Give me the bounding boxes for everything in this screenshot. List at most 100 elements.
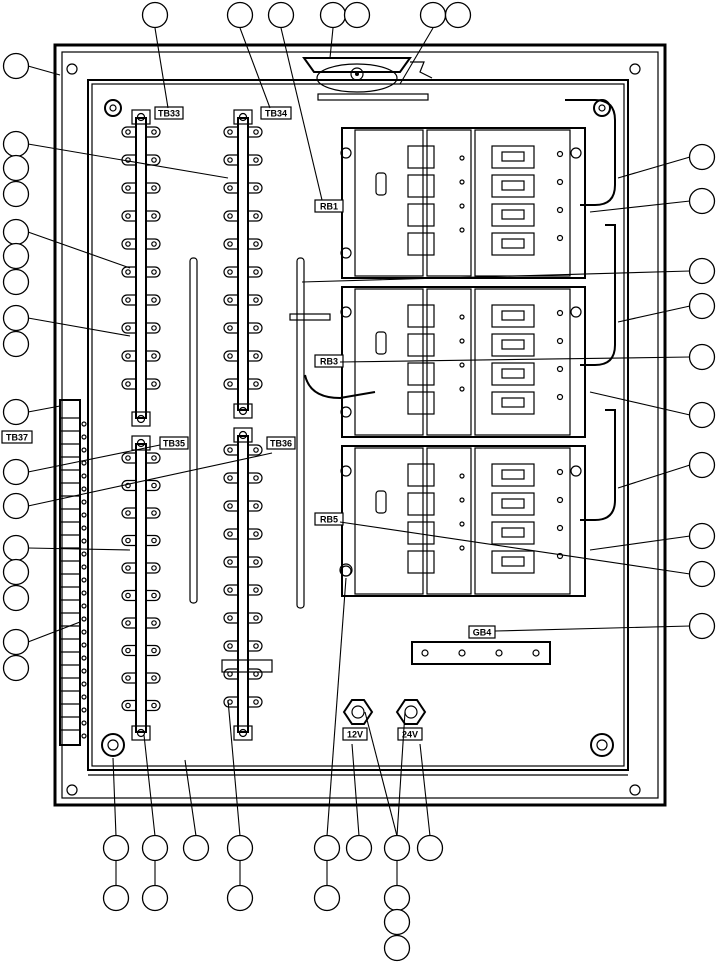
strip-tb33-lug-hole-left	[125, 297, 131, 303]
strip-tb34-lug-hole-right	[253, 157, 259, 163]
strip-tb36-lug-left	[223, 612, 238, 624]
strip-tb36-lug-right	[248, 640, 263, 652]
strip-tb35-lug-right	[146, 507, 161, 519]
relay-box-rb3-breaker	[491, 333, 535, 357]
relay-box-rb5-fuse	[375, 490, 387, 514]
strip-tb35-lug-hole-left	[125, 675, 131, 681]
leader-line	[27, 621, 81, 643]
leader-line	[419, 743, 431, 837]
callout-bubble	[2, 218, 30, 246]
callout-bubble	[102, 834, 130, 862]
tb37-screw	[81, 525, 87, 531]
callout-bubble	[688, 343, 716, 371]
relay-box-rb5-term	[556, 552, 564, 560]
strip-tb33-lug-left	[121, 182, 136, 194]
strip-tb33-lug-right	[146, 322, 161, 334]
mounting-panel-inner	[91, 83, 625, 767]
relay-box-rb1-relay	[407, 232, 435, 256]
relay-box-rb5-relay	[407, 521, 435, 545]
tb37-screw	[81, 421, 87, 427]
strip-tb35-lug-hole-left	[125, 647, 131, 654]
strip-tb36-lug-hole-right	[253, 475, 259, 481]
strip-tb34-lug-right	[248, 350, 263, 362]
strip-tb35-end-bottom	[131, 725, 151, 741]
callout-bubble	[688, 292, 716, 320]
strip-tb34-lug-hole-left	[227, 297, 233, 303]
callout-bubble	[141, 1, 169, 29]
relay-box-rb5-indicator	[459, 545, 465, 551]
strip-tb36-lug-hole-left	[227, 447, 233, 453]
tb37-screw	[81, 499, 87, 505]
relay-box-rb1-breaker-toggle	[501, 180, 525, 191]
strip-tb35-lug-hole-left	[125, 537, 131, 544]
callout-bubble	[419, 1, 447, 29]
tb37-screw	[81, 486, 87, 492]
strip-tb34-lug-left	[223, 294, 238, 306]
strip-tb34-lug-hole-right	[253, 213, 259, 219]
relay-box-rb3-term	[556, 393, 564, 401]
callout-bubble	[102, 884, 130, 912]
strip-tb36	[223, 427, 263, 741]
strip-tb33-lug-hole-left	[125, 157, 131, 163]
strip-tb33-lug-right	[146, 238, 161, 250]
callout-bubble	[2, 458, 30, 486]
strip-tb34-lug-right	[248, 266, 263, 278]
strip-tb34	[223, 109, 263, 419]
relay-box-rb5-breaker-toggle	[501, 527, 525, 538]
strip-tb33-lug-hole-left	[125, 185, 131, 191]
leader-line	[399, 27, 434, 85]
strip-tb33-lug-hole-left	[125, 325, 131, 331]
tb37-screw	[81, 447, 87, 453]
strip-tb35-lug-left	[121, 672, 136, 684]
leader-line	[27, 405, 61, 413]
callout-bubble	[313, 834, 341, 862]
relay-box-rb1-term	[556, 234, 564, 242]
leader-line	[326, 577, 347, 837]
strip-tb35-lug-left	[121, 507, 136, 519]
leader-line	[112, 757, 117, 837]
strip-tb33-lug-left	[121, 126, 136, 138]
callout-bubble	[2, 628, 30, 656]
relay-box-rb3-breaker-toggle	[501, 339, 525, 350]
relay-box-rb1-breaker-toggle	[501, 151, 525, 162]
relay-box-rb1-mid-plate	[426, 129, 472, 277]
strip-tb33-lug-hole-right	[151, 269, 157, 275]
callout-bubble	[345, 834, 373, 862]
relay-box-rb3-indicator	[459, 386, 465, 392]
relay-box-rb5-relay	[407, 550, 435, 574]
leader-line	[154, 27, 169, 109]
strip-tb34-lug-right	[248, 154, 263, 166]
relay-box-rb3-hole	[570, 306, 582, 318]
tb37-screw	[81, 668, 87, 674]
label-tb37-text: TB37	[6, 433, 28, 443]
enclosure	[53, 43, 667, 807]
enclosure-hole-bl	[66, 784, 78, 796]
stud-12v	[342, 699, 374, 725]
label-24v-text: 24V	[402, 730, 418, 740]
leader-line	[301, 270, 691, 283]
strip-tb33-lug-hole-right	[151, 213, 157, 219]
strip-tb34-lug-hole-left	[227, 353, 233, 359]
strip-tb36-end-bottom	[233, 725, 253, 741]
strip-tb35-lug-hole-right	[151, 702, 157, 709]
strip-tb34-lug-left	[223, 378, 238, 390]
callout-bubble	[2, 558, 30, 586]
label-12v: 12V	[342, 727, 368, 741]
leader-line	[617, 464, 691, 489]
strip-tb33-lug-left	[121, 378, 136, 390]
strip-tb33-lug-hole-right	[151, 129, 157, 135]
strip-tb36-lug-right	[248, 668, 263, 680]
strip-tb36-rail	[237, 435, 249, 733]
leader-line	[227, 699, 241, 837]
relay-box-rb3-relay	[407, 391, 435, 415]
strip-tb36-lug-right	[248, 556, 263, 568]
relay-box-rb3-breaker	[491, 304, 535, 328]
strip-tb35-lug-hole-left	[125, 510, 131, 516]
relay-box-rb5-indicator	[459, 521, 465, 527]
label-tb36-text: TB36	[270, 439, 292, 449]
callout-bubble	[226, 1, 254, 29]
strip-tb36-lug-hole-right	[253, 559, 259, 565]
callout-bubble	[383, 908, 411, 936]
label-rb1-text: RB1	[320, 202, 338, 212]
leader-line	[617, 156, 691, 179]
